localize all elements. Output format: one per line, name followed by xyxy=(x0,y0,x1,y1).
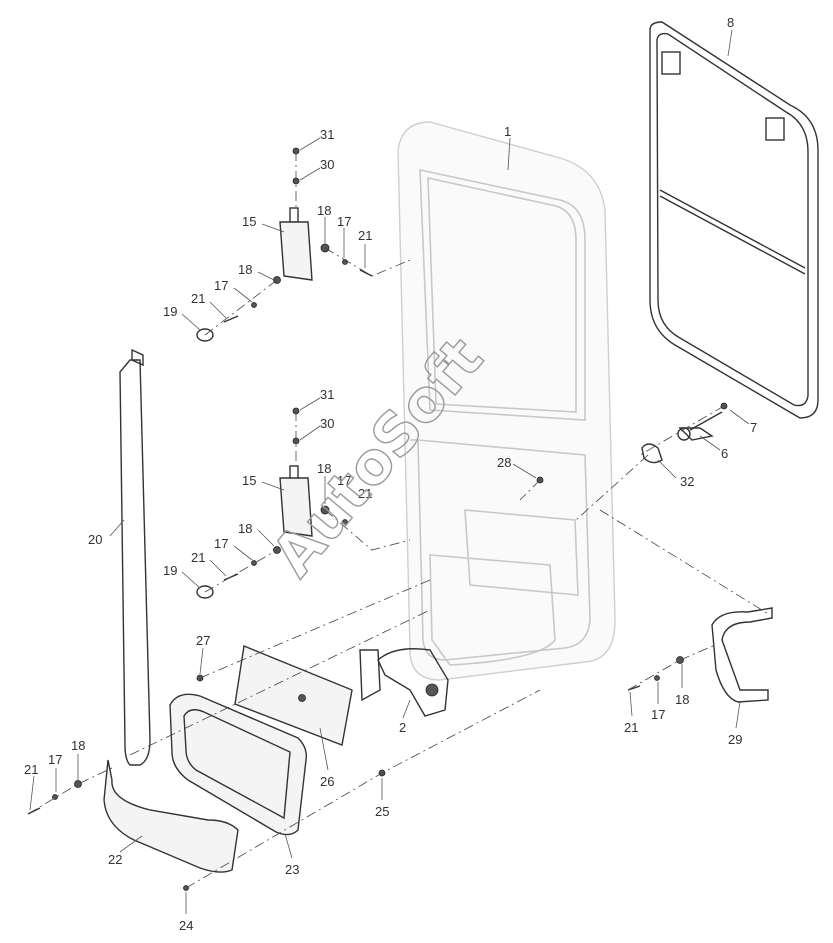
callout-2: 2 xyxy=(399,720,406,735)
callout-30-lower: 30 xyxy=(320,416,334,431)
handle-part-29 xyxy=(711,607,773,703)
callout-17-right: 17 xyxy=(651,707,665,722)
callout-27: 27 xyxy=(196,633,210,648)
trim-frame-part-23 xyxy=(169,693,308,836)
callout-26: 26 xyxy=(320,774,334,789)
callout-32: 32 xyxy=(680,474,694,489)
callout-21-right: 21 xyxy=(624,720,638,735)
callout-18-left: 18 xyxy=(71,738,85,753)
callout-21-upper-b: 21 xyxy=(191,291,205,306)
callout-20: 20 xyxy=(88,532,102,547)
callout-17-lower-a: 17 xyxy=(337,473,351,488)
assembly-center-lines xyxy=(27,151,771,889)
callout-31-upper: 31 xyxy=(320,127,334,142)
callout-8: 8 xyxy=(727,15,734,30)
callout-28: 28 xyxy=(497,455,511,470)
callout-22: 22 xyxy=(108,852,122,867)
callout-30-upper: 30 xyxy=(320,157,334,172)
callout-21-lower-a: 21 xyxy=(358,486,372,501)
callout-18-upper-b: 18 xyxy=(238,262,252,277)
callout-18-right: 18 xyxy=(675,692,689,707)
callout-31-lower: 31 xyxy=(320,387,334,402)
callout-labels: 1 8 7 6 32 31 30 15 18 17 21 18 17 21 19… xyxy=(24,15,757,933)
callout-18-upper-a: 18 xyxy=(317,203,331,218)
callout-15-lower: 15 xyxy=(242,473,256,488)
callout-18-lower-b: 18 xyxy=(238,521,252,536)
callout-21-lower-b: 21 xyxy=(191,550,205,565)
cover-plate-part-26 xyxy=(234,645,353,746)
callout-18-lower-a: 18 xyxy=(317,461,331,476)
callout-21-left: 21 xyxy=(24,762,38,777)
callout-25: 25 xyxy=(375,804,389,819)
callout-24: 24 xyxy=(179,918,193,933)
window-part-8 xyxy=(649,21,819,419)
callout-17-upper-a: 17 xyxy=(337,214,351,229)
callout-1: 1 xyxy=(504,124,511,139)
latch-parts-6-7-32 xyxy=(641,402,728,464)
callout-17-left: 17 xyxy=(48,752,62,767)
grab-rail-part-20 xyxy=(119,348,151,766)
callout-17-upper-b: 17 xyxy=(214,278,228,293)
hinge-upper-part-15 xyxy=(279,147,313,281)
callout-19-lower: 19 xyxy=(163,563,177,578)
callout-7: 7 xyxy=(750,420,757,435)
leader-lines xyxy=(29,29,750,914)
callout-29: 29 xyxy=(728,732,742,747)
hinge-lower-part-15 xyxy=(279,407,313,537)
callout-19-upper: 19 xyxy=(163,304,177,319)
callout-17-lower-b: 17 xyxy=(214,536,228,551)
callout-21-upper-a: 21 xyxy=(358,228,372,243)
callout-15-upper: 15 xyxy=(242,214,256,229)
lower-trim-part-22 xyxy=(103,759,239,873)
callout-6: 6 xyxy=(721,446,728,461)
callout-23: 23 xyxy=(285,862,299,877)
inner-handle-part-2 xyxy=(359,648,449,717)
